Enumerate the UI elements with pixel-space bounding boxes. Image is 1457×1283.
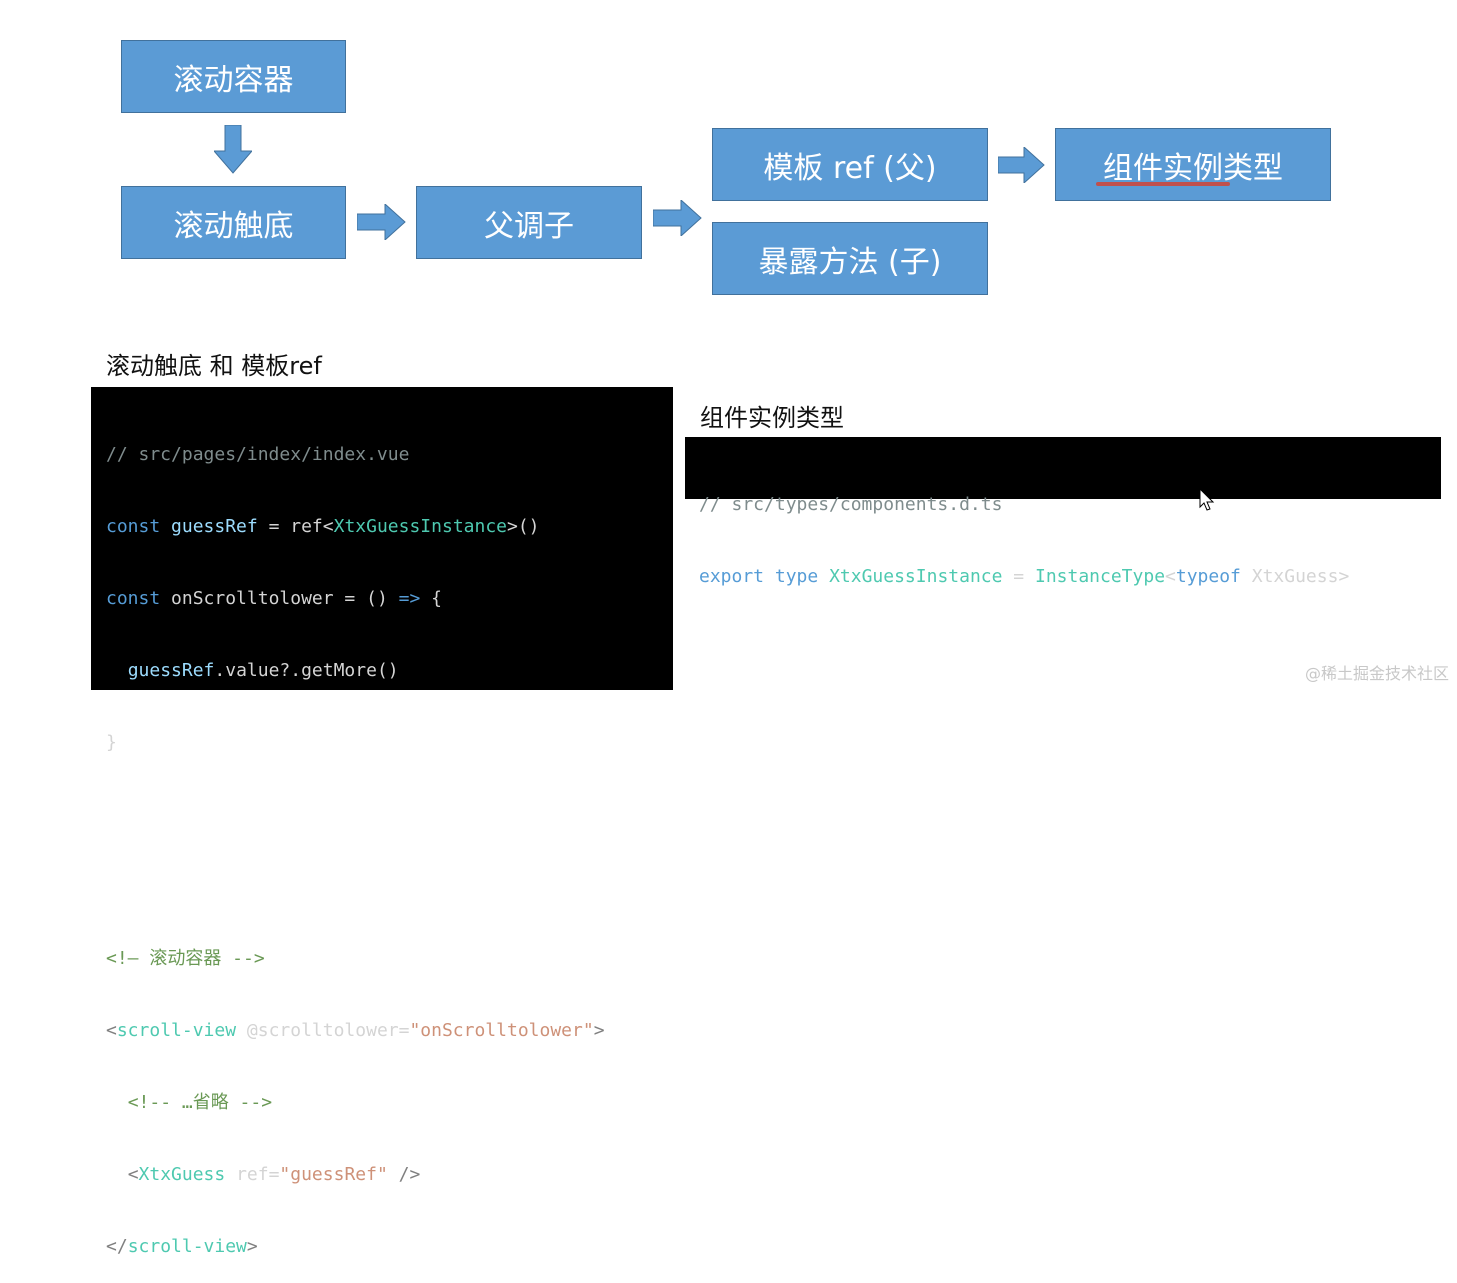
watermark: @稀土掘金技术社区	[1304, 664, 1449, 683]
code-line: <!– 滚动容器 -->	[106, 948, 265, 969]
node-label: 组件实例类型	[1103, 150, 1283, 186]
mouse-cursor-icon	[1199, 488, 1215, 511]
code-line: export type XtxGuessInstance = InstanceT…	[699, 566, 1350, 587]
node-scroll-bottom: 滚动触底	[121, 186, 346, 259]
right-heading: 组件实例类型	[700, 404, 844, 432]
red-underline	[1096, 182, 1230, 186]
code-line: }	[106, 732, 117, 753]
node-scroll-container: 滚动容器	[121, 40, 346, 113]
left-heading: 滚动触底 和 模板ref	[106, 352, 322, 380]
node-label: 模板 ref (父)	[763, 150, 937, 186]
code-line: <!-- …省略 -->	[127, 1092, 273, 1113]
node-expose-method: 暴露方法 (子)	[712, 222, 988, 295]
right-code-block: // src/types/components.d.ts export type…	[685, 437, 1441, 587]
code-line-blank	[106, 803, 673, 827]
node-component-instance-type: 组件实例类型	[1055, 128, 1331, 201]
arrow-right-icon	[653, 200, 702, 236]
arrow-right-icon	[998, 147, 1045, 183]
node-label: 滚动容器	[173, 62, 294, 98]
code-line: // src/types/components.d.ts	[699, 494, 1003, 515]
code-line: <XtxGuess ref="guessRef" />	[127, 1164, 421, 1185]
node-label: 父调子	[484, 208, 574, 244]
code-line: </scroll-view>	[106, 1236, 258, 1257]
arrow-down-icon	[214, 125, 252, 174]
node-template-ref: 模板 ref (父)	[712, 128, 988, 201]
code-line: // src/pages/index/index.vue	[106, 444, 410, 465]
node-label: 滚动触底	[173, 208, 294, 244]
code-line: <scroll-view @scrolltolower="onScrolltol…	[106, 1020, 605, 1041]
code-line: guessRef.value?.getMore()	[127, 660, 399, 681]
left-code-block: // src/pages/index/index.vue const guess…	[91, 387, 673, 1257]
code-line: const onScrolltolower = () => {	[106, 588, 442, 609]
code-line-blank	[106, 875, 673, 899]
node-label: 暴露方法 (子)	[758, 244, 942, 280]
arrow-right-icon	[357, 204, 406, 240]
node-parent-call-child: 父调子	[416, 186, 642, 259]
code-line: const guessRef = ref<XtxGuessInstance>()	[106, 516, 540, 537]
